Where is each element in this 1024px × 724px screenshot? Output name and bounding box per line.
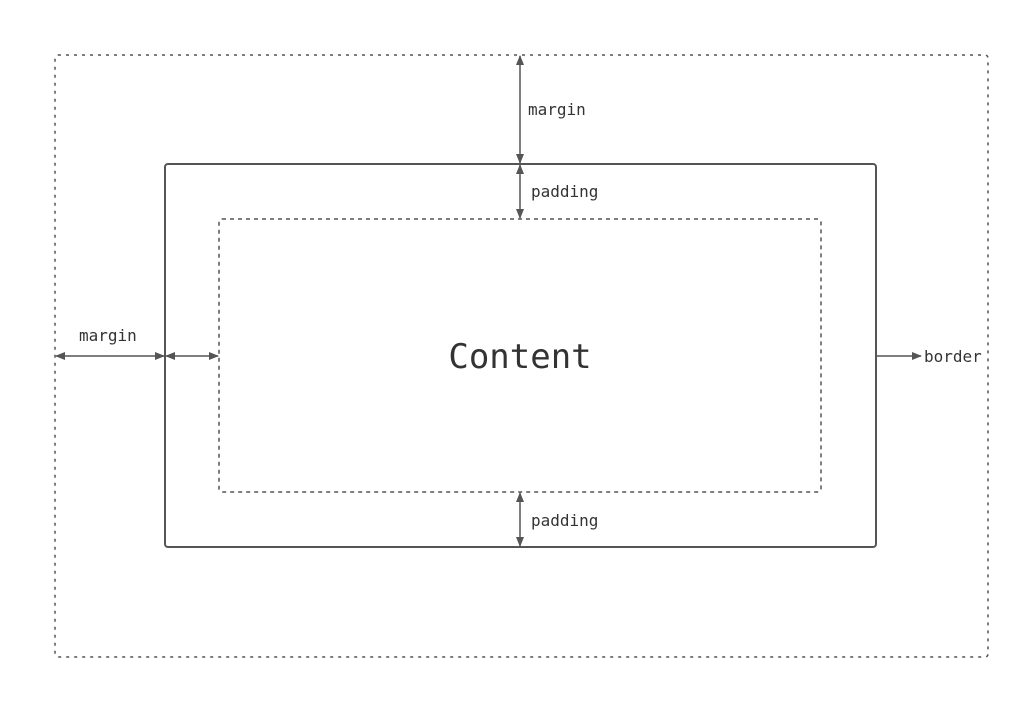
bottom-padding-label: padding: [531, 511, 598, 530]
top-margin-label: margin: [528, 100, 586, 119]
top-padding-label: padding: [531, 182, 598, 201]
border-label: border: [924, 347, 982, 366]
content-label: Content: [448, 337, 591, 377]
left-margin-label: margin: [79, 326, 137, 345]
